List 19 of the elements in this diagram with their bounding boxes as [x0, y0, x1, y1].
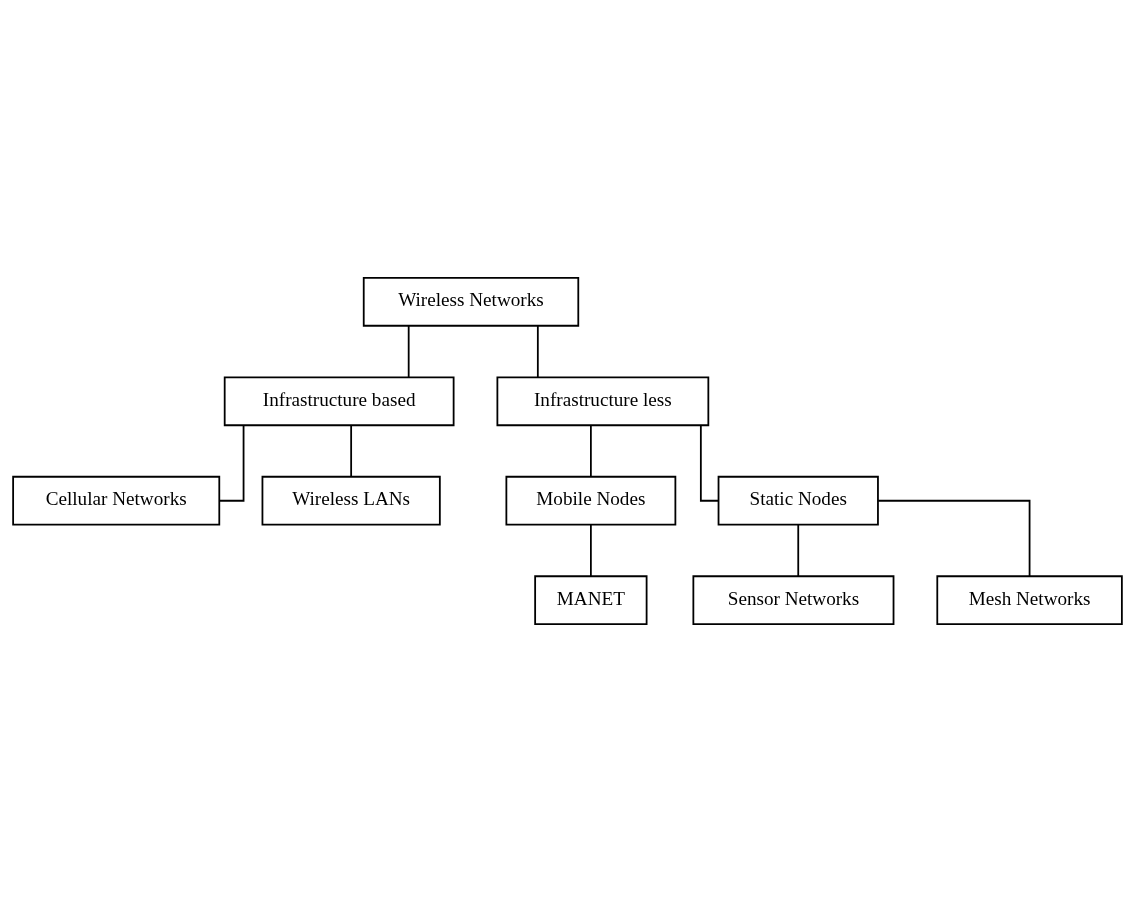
node-box: Infrastructure based [223, 375, 455, 426]
node-box: Mesh Networks [936, 574, 1123, 625]
connector [589, 523, 592, 577]
node-box: MANET [534, 574, 648, 625]
connector [218, 423, 245, 502]
node-box: Mobile Nodes [505, 475, 677, 526]
connector [877, 499, 1031, 577]
connector [589, 423, 592, 477]
node-box: Wireless LANs [261, 475, 441, 526]
node-box: Wireless Networks [362, 276, 580, 327]
connector [797, 523, 800, 577]
connector [350, 423, 353, 477]
connector [699, 423, 720, 502]
connector [536, 324, 539, 378]
connector [407, 324, 410, 378]
node-box: Cellular Networks [12, 475, 221, 526]
node-box: Infrastructure less [496, 375, 710, 426]
node-box: Static Nodes [717, 475, 879, 526]
node-box: Sensor Networks [692, 574, 895, 625]
